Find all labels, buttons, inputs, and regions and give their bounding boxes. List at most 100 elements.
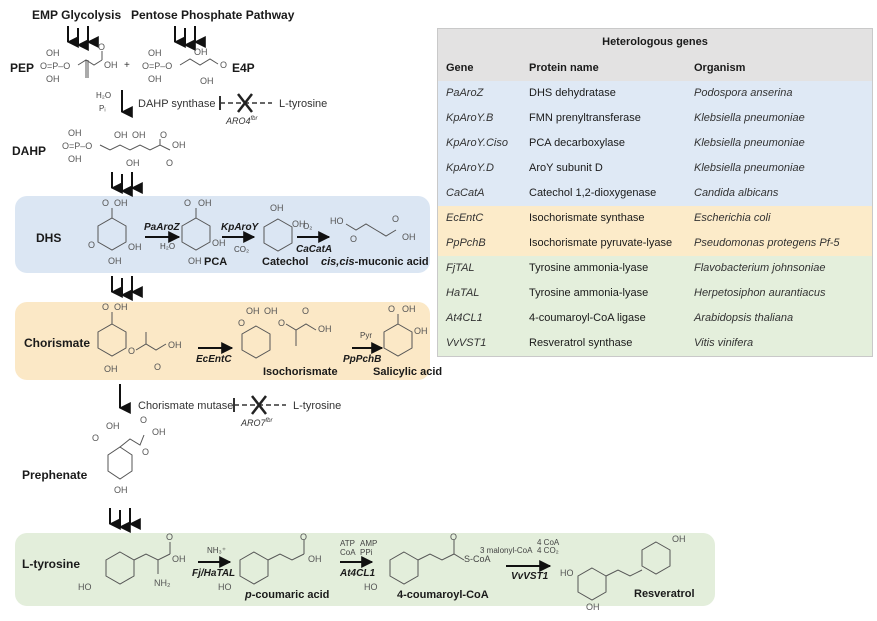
svg-text:OH: OH [172, 140, 186, 150]
svg-text:O: O [102, 198, 109, 208]
svg-text:O: O [450, 532, 457, 542]
svg-text:O: O [142, 447, 149, 457]
gene-cell: KpAroY.Ciso [446, 137, 508, 149]
svg-text:O: O [98, 42, 105, 52]
protein-cell: Catechol 1,2-dioxygenase [529, 187, 657, 199]
metabolite-salicylic-acid: Salicylic acid [373, 366, 443, 378]
l-tyrosine-structure: HO OOH NH₂ [78, 532, 186, 592]
svg-text:OH: OH [132, 130, 146, 140]
gene-cell: VvVST1 [446, 337, 487, 349]
gene-cell: At4CL1 [446, 312, 483, 324]
cofactor-amp: AMP [360, 539, 378, 548]
svg-text:O: O [184, 198, 191, 208]
plus-sign: + [124, 60, 130, 71]
arrow-vvvst1 [506, 560, 552, 572]
enzyme-cacata: CaCatA [296, 244, 333, 255]
svg-text:OH: OH [212, 238, 226, 248]
cofactor-h2o-in: H₂O [96, 91, 112, 100]
metabolite-resveratrol: Resveratrol [634, 588, 695, 600]
cofactor-3-malonyl-coa: 3 malonyl-CoA [480, 546, 533, 555]
svg-text:HO: HO [330, 216, 344, 226]
svg-text:OH: OH [402, 304, 416, 314]
organism-cell: Flavobacterium johnsoniae [694, 262, 826, 274]
arrow-cacata [297, 231, 331, 243]
svg-text:O: O [392, 214, 399, 224]
svg-text:O: O [88, 240, 95, 250]
svg-text:OH: OH [104, 60, 118, 70]
metabolite-prephenate: Prephenate [22, 468, 88, 482]
svg-text:OH: OH [198, 198, 212, 208]
svg-text:OH: OH [148, 74, 162, 84]
svg-text:OH: OH [152, 427, 166, 437]
cofactor-4-co2: 4 CO₂ [537, 546, 559, 555]
table-header-row: Gene Protein name Organism [438, 56, 872, 81]
arrow-at4cl1 [340, 556, 374, 568]
svg-text:OH: OH [672, 534, 686, 544]
cofactor-h2o-out: H₂O [160, 242, 176, 251]
svg-text:HO: HO [364, 582, 378, 592]
svg-text:O=P–O: O=P–O [142, 61, 172, 71]
svg-text:OH: OH [200, 76, 214, 86]
metabolite-chorismate: Chorismate [24, 336, 91, 350]
svg-text:OH: OH [308, 554, 322, 564]
arrow-kparoy [222, 231, 256, 243]
enzyme-dahp-synthase: DAHP synthase [138, 98, 216, 110]
gene-aro7-fbr: ARO7fbr [241, 418, 273, 428]
svg-text:OH: OH [402, 232, 416, 242]
enzyme-vvvst1: VvVST1 [511, 571, 549, 582]
svg-text:OH: OH [108, 256, 122, 266]
metabolite-dahp: DAHP [12, 144, 47, 158]
cofactor-o2-in: O₂ [303, 222, 313, 231]
feedback-inhibition-chorismate-mutase [233, 395, 286, 415]
organism-cell: Escherichia coli [694, 212, 771, 224]
gene-cell: KpAroY.B [446, 112, 494, 124]
protein-cell: Isochorismate pyruvate-lyase [529, 237, 673, 249]
protein-cell: PCA decarboxylase [529, 137, 625, 149]
enzyme-paroz: PaAroZ [144, 222, 180, 233]
protein-cell: DHS dehydratase [529, 87, 616, 99]
svg-text:HO: HO [560, 568, 574, 578]
cofactor-atp: ATP [340, 539, 355, 548]
triple-arrow-to-dhs [110, 172, 143, 197]
feedback-inhibition-dahp [219, 93, 272, 113]
dhs-module-panel [15, 196, 430, 273]
organism-cell: Candida albicans [694, 187, 779, 199]
arrow-chorismate-mutase [118, 384, 131, 414]
resveratrol-module-panel-right [300, 533, 715, 606]
metabolite-dhs: DHS [36, 231, 62, 245]
triple-arrow-to-l-tyrosine [108, 508, 141, 533]
column-header-gene: Gene [446, 62, 474, 74]
svg-text:HO: HO [218, 582, 232, 592]
svg-text:OH: OH [114, 302, 128, 312]
svg-text:OH: OH [414, 326, 428, 336]
svg-text:OH: OH [172, 554, 186, 564]
svg-text:OH: OH [68, 154, 82, 164]
protein-cell: Tyrosine ammonia-lyase [529, 287, 649, 299]
metabolite-muconic-acid: cis,cis-muconic acid [321, 256, 429, 268]
metabolite-pep: PEP [10, 61, 35, 75]
svg-text:O: O [300, 532, 307, 542]
svg-text:O: O [302, 306, 309, 316]
cofactor-pyr-out: Pyr [360, 331, 372, 340]
enzyme-kparoy: KpAroY [221, 222, 259, 233]
salicylic-module-panel [15, 302, 430, 380]
table-title: Heterologous genes [602, 36, 708, 48]
protein-cell: Resveratrol synthase [529, 337, 633, 349]
protein-cell: FMN prenyltransferase [529, 112, 641, 124]
svg-text:O: O [92, 433, 99, 443]
metabolite-catechol: Catechol [262, 256, 309, 268]
svg-text:OH: OH [68, 128, 82, 138]
column-header-organism: Organism [694, 62, 746, 74]
enzyme-fj-ha-tal: Fj/HaTAL [192, 568, 236, 579]
gene-cell: KpAroY.D [446, 162, 494, 174]
